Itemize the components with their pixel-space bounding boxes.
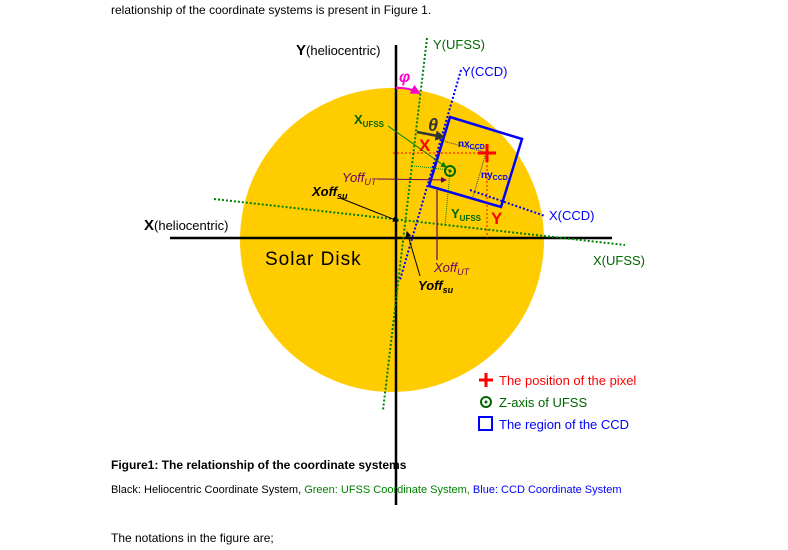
x-ufss-axis [213, 198, 626, 246]
legend-ccd-label: The region of the CCD [499, 417, 629, 432]
phi-arrow [395, 84, 421, 94]
notations-text: The notations in the figure are; [111, 531, 274, 545]
legend-ufss-icon [480, 396, 492, 408]
legend-ufss-label: Z-axis of UFSS [499, 395, 587, 410]
color-legend-line: Black: Heliocentric Coordinate System, G… [111, 484, 621, 496]
green-legend: Green: UFSS Coordinate System, [304, 484, 473, 496]
black-legend: Black: Heliocentric Coordinate System, [111, 484, 305, 496]
y-ccd-axis [399, 69, 462, 281]
ufss-z-axis-marker [444, 165, 456, 177]
legend-pixel-label: The position of the pixel [499, 373, 636, 388]
x-ufss-label: X(UFSS) [593, 253, 645, 268]
x-ufss-offset-label: XUFSS [354, 112, 385, 129]
y-ufss-label: Y(UFSS) [433, 37, 485, 52]
red-y-label: Y [491, 209, 503, 228]
blue-legend: Blue: CCD Coordinate System [472, 484, 622, 496]
intro-text: relationship of the coordinate systems i… [111, 3, 432, 17]
phi-symbol: φ [399, 69, 410, 86]
x-heliocentric-label: X(heliocentric) [144, 217, 228, 234]
xoff-ut-label: XoffUT [433, 260, 471, 277]
x-ufss-pointer [387, 125, 447, 168]
ufss-y-guide [444, 171, 451, 226]
legend-pixel-icon [479, 373, 493, 387]
y-ccd-label: Y(CCD) [462, 64, 508, 79]
xoff-su-label: Xoffsu [311, 184, 348, 201]
nx-ccd-label: nxCCD [458, 139, 485, 151]
figure-caption: Figure1: The relationship of the coordin… [111, 458, 407, 472]
solar-disk [240, 88, 544, 392]
theta-symbol: θ [428, 115, 438, 135]
legend: The position of the pixel Z-axis of UFSS… [478, 373, 636, 432]
red-x-label: X [419, 136, 431, 155]
ccd-region [427, 115, 524, 209]
y-ufss-offset-label: YUFSS [451, 206, 482, 223]
yoff-su-arrow [405, 231, 421, 277]
theta-arrow [416, 130, 446, 141]
yoff-su-label: Yoffsu [418, 278, 454, 295]
yoff-ut-label: YoffUT [342, 170, 378, 187]
y-heliocentric-label: Y(heliocentric) [296, 42, 380, 59]
nx-guide [442, 140, 486, 153]
solar-disk-label: Solar Disk [265, 249, 362, 270]
x-ccd-label: X(CCD) [549, 208, 595, 223]
ufss-x-guide [413, 165, 451, 171]
xoff-su-arrow [339, 197, 399, 222]
x-ccd-axis [469, 189, 546, 217]
ny-ccd-label: nyCCD [481, 170, 508, 182]
legend-ccd-icon [478, 416, 493, 431]
yoff-ut-arrow [376, 176, 447, 183]
y-ufss-axis [382, 37, 428, 411]
pixel-position-marker [478, 144, 496, 162]
